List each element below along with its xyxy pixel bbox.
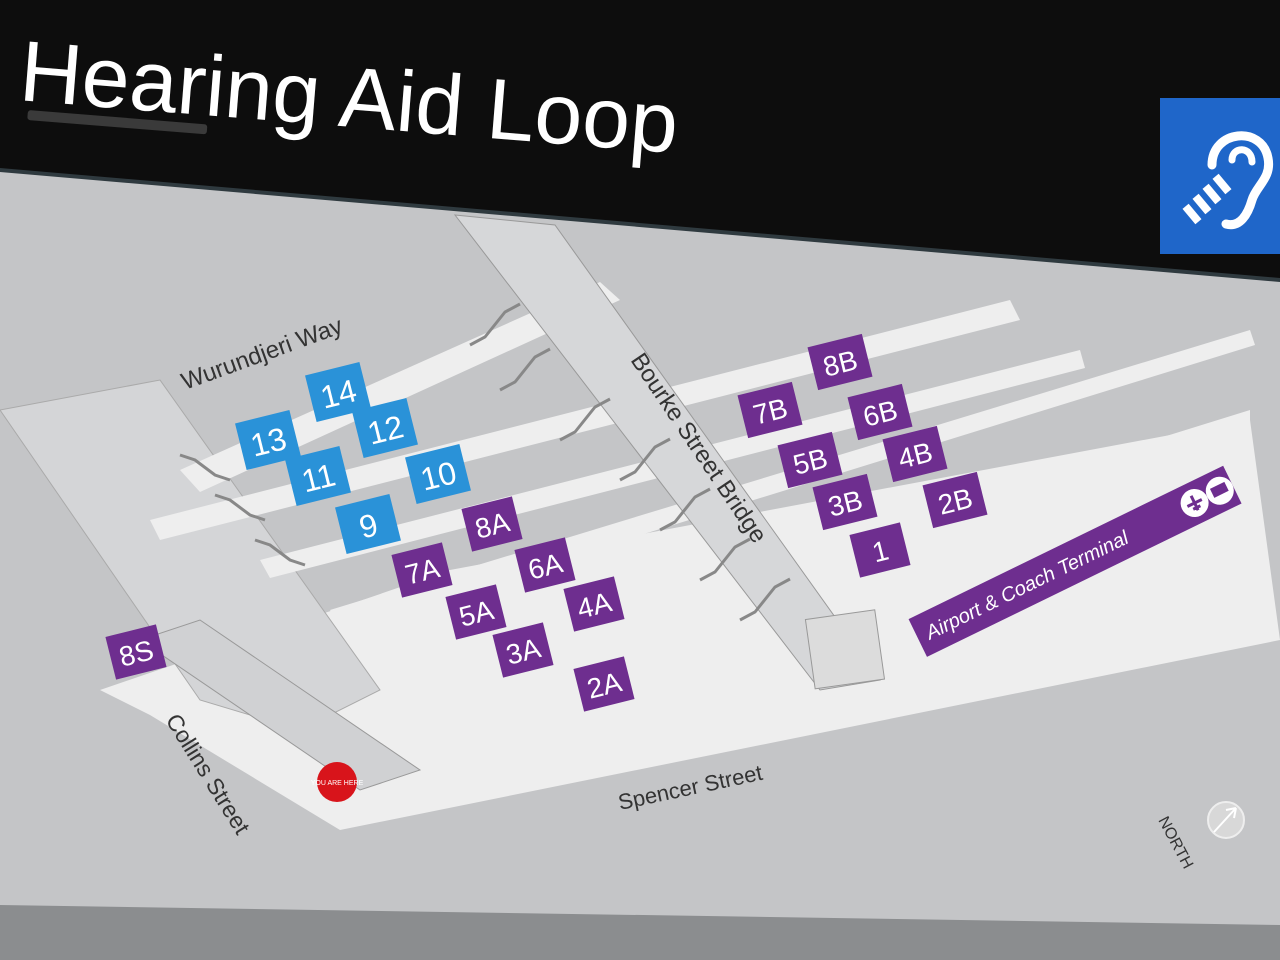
sign-header [0, 0, 1280, 278]
airplane-icon [1180, 488, 1209, 517]
platform-9: 9 [335, 493, 401, 555]
platform-6a: 6A [514, 537, 576, 593]
platform-1: 1 [849, 522, 911, 578]
svg-text:13: 13 [247, 420, 290, 464]
platform-11: 11 [285, 445, 351, 507]
platform-14: 14 [305, 361, 371, 423]
purple-platforms: 7B 8B 5B 6B 3B 4B 1 2B [105, 333, 988, 712]
platform-4b: 4B [882, 425, 948, 483]
platform-8s: 8S [105, 624, 167, 680]
escalator-icons [179, 302, 791, 622]
braille-strip [27, 110, 208, 135]
platform-13: 13 [235, 409, 301, 471]
svg-text:YOU ARE HERE: YOU ARE HERE [311, 780, 364, 787]
you-are-here-marker: YOU ARE HERE [311, 762, 364, 802]
platform-2b: 2B [922, 471, 988, 529]
svg-text:10: 10 [417, 454, 460, 498]
platform-6b: 6B [847, 383, 913, 441]
platform-5b: 5B [777, 431, 843, 489]
platform-7a: 7A [391, 542, 453, 598]
svg-text:12: 12 [364, 408, 407, 452]
platform-12: 12 [352, 397, 418, 459]
blue-platforms: 13 14 11 12 9 10 [235, 361, 471, 555]
platform-4a: 4A [563, 576, 625, 632]
platform-2a: 2A [573, 656, 635, 712]
svg-text:14: 14 [317, 372, 360, 416]
bus-icon [1205, 476, 1234, 505]
svg-text:1: 1 [869, 535, 892, 569]
platform-8a: 8A [461, 496, 523, 552]
platform-3b: 3B [812, 473, 878, 531]
hearing-loop-ear-icon [1160, 98, 1280, 254]
platform-3a: 3A [492, 622, 554, 678]
platform-7b: 7B [737, 381, 803, 439]
platform-8b: 8B [807, 333, 873, 391]
platform-5a: 5A [445, 584, 507, 640]
platform-10: 10 [405, 443, 471, 505]
